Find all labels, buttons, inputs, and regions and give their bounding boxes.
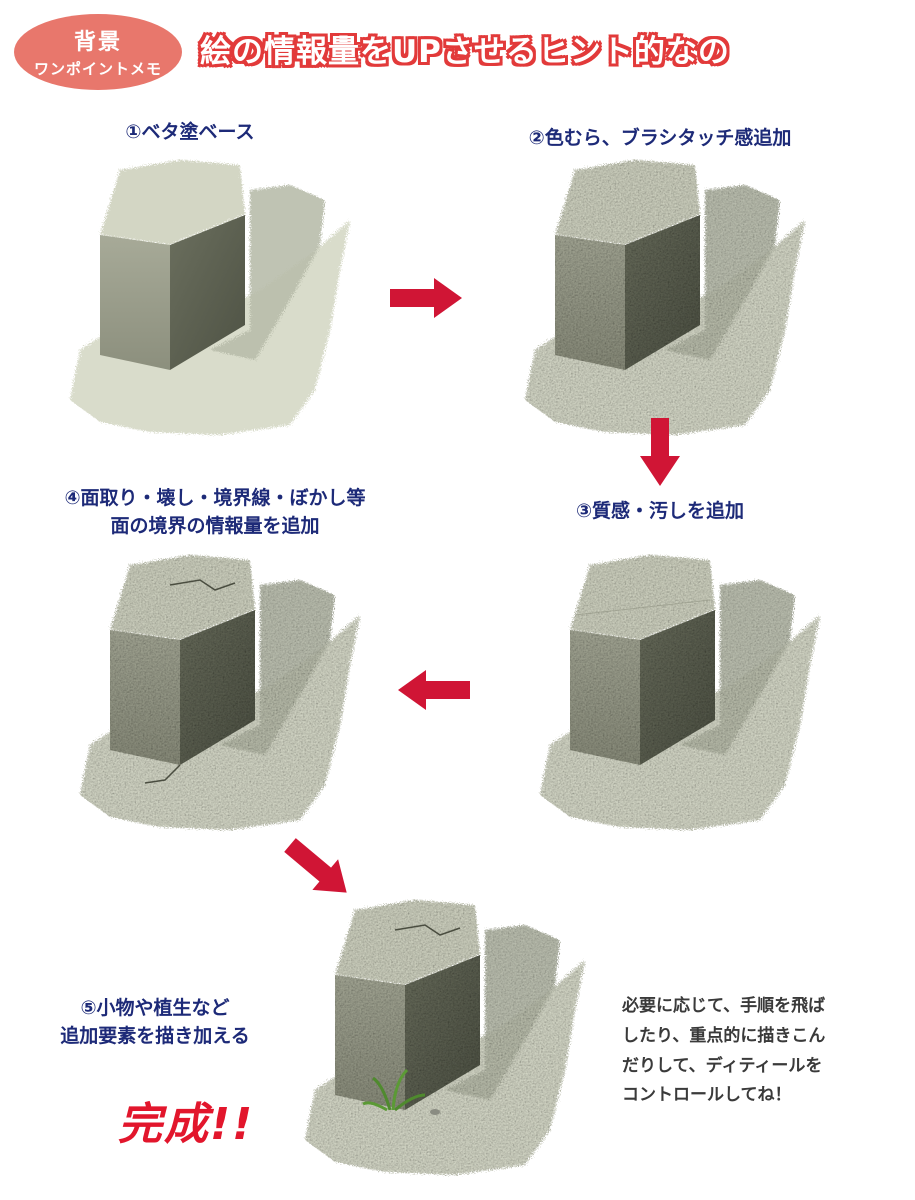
step5-label-line1: ⑤小物や植生など <box>80 997 230 1019</box>
plant-icon <box>362 1068 426 1112</box>
badge: 背景 ワンポイントメモ <box>14 14 182 90</box>
note-line2: したり、重点的に描きこん <box>622 1025 826 1046</box>
arrow-down-right-icon <box>284 838 347 893</box>
step4-label-line2: 面の境界の情報量を追加 <box>110 514 320 537</box>
note-line3: だりして、ディティールを <box>622 1055 823 1076</box>
step3-label: ③質感・汚しを追加 <box>575 500 745 522</box>
step2-label: ②色むら、ブラシタッチ感追加 <box>528 127 792 149</box>
note: 必要に応じて、手順を飛ば したり、重点的に描きこん だりして、ディティールを コ… <box>622 992 902 1111</box>
badge-line2: ワンポイントメモ <box>33 60 162 78</box>
step1-label: ①ベタ塗ベース <box>125 121 255 143</box>
note-line4: コントロールしてね！ <box>622 1085 792 1106</box>
cube-step3 <box>540 555 820 830</box>
badge-line1: 背景 <box>73 30 122 55</box>
cube-step4 <box>80 555 360 830</box>
step4-label-line1: ④面取り・壊し・境界線・ぼかし等 <box>64 487 366 509</box>
step4-label: ④面取り・壊し・境界線・ぼかし等 面の境界の情報量を追加 <box>20 485 410 540</box>
arrow-right-icon <box>390 278 462 318</box>
arrow-left-icon <box>398 670 470 710</box>
cube-step5 <box>305 900 585 1175</box>
step5-label: ⑤小物や植生など 追加要素を描き加える <box>20 995 290 1050</box>
page-title: 絵の情報量をUPさせるヒント的なの <box>200 34 730 70</box>
note-line1: 必要に応じて、手順を飛ば <box>622 996 826 1016</box>
cube-step2 <box>525 160 805 435</box>
arrow-down-icon <box>640 418 680 486</box>
step5-label-line2: 追加要素を描き加える <box>60 1024 250 1047</box>
cube-step1 <box>70 160 350 435</box>
finish-label: 完成!! <box>118 1099 255 1150</box>
